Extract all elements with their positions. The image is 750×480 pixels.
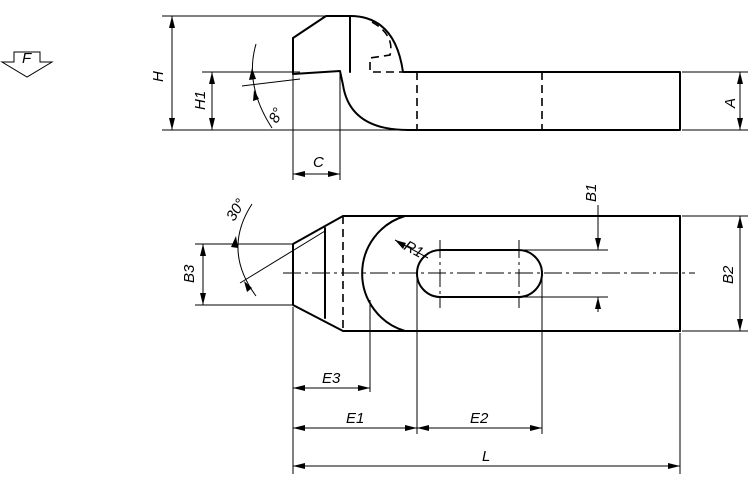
side-view-hidden-profile	[369, 21, 403, 73]
dim-h-arrow-top	[169, 16, 175, 28]
dim-b3-arrow-top	[200, 244, 206, 256]
dim-b1-label: B1	[583, 184, 600, 202]
dim-b3-arrow-bottom	[200, 293, 206, 305]
angle-8-arrow-bottom	[253, 90, 259, 101]
dim-h1-arrow-top	[209, 72, 215, 84]
r1-leader-arrow	[395, 240, 406, 249]
side-view: H H1 A C 8°	[150, 15, 748, 180]
dim-e1-arrow-left	[293, 425, 305, 431]
dim-e1-arrow-right	[405, 425, 417, 431]
f-symbol: F	[0, 50, 54, 78]
angle-30-reference-line	[239, 230, 326, 284]
dim-l-arrow-right	[668, 463, 680, 469]
angle-8-arrow-top	[249, 68, 256, 80]
dim-b1-arrow-bottom	[595, 297, 601, 309]
dim-e2-arrow-right	[530, 425, 542, 431]
dim-b1-arrow-top	[595, 238, 601, 250]
angle-8-reference-line	[241, 78, 301, 87]
dim-h1-label: H1	[192, 91, 209, 110]
dim-e1-label: E1	[346, 410, 364, 427]
dim-e2-label: E2	[470, 410, 489, 427]
dim-e3-arrow-left	[293, 385, 305, 391]
side-view-outline	[292, 15, 681, 131]
dim-e3-arrow-right	[358, 385, 370, 391]
dim-a-label: A	[722, 98, 739, 109]
angle-30-label: 30°	[223, 196, 249, 224]
plan-view-outline	[292, 215, 406, 332]
f-symbol-label: F	[22, 50, 32, 67]
angle-30-arrow-top	[231, 236, 238, 248]
dim-b3-label: B3	[181, 264, 198, 283]
dim-h1-arrow-bottom	[209, 118, 215, 130]
dim-a-arrow-bottom	[737, 118, 743, 130]
dim-b2-arrow-top	[737, 216, 743, 228]
angle-8-arc	[251, 43, 273, 129]
dim-h-label: H	[150, 71, 167, 82]
dim-b2-arrow-bottom	[737, 319, 743, 331]
angle-30-arrow-bottom	[244, 281, 252, 292]
dim-l-arrow-left	[293, 463, 305, 469]
dim-a-arrow-top	[737, 72, 743, 84]
f-symbol-arrow-outline	[0, 51, 54, 78]
plan-view: B3 B2 B1 30° R1 E3 E1	[181, 184, 748, 474]
dim-e2-arrow-left	[417, 425, 429, 431]
dim-l-label: L	[482, 448, 490, 465]
dim-c-arrow-left	[293, 171, 305, 177]
dim-c-label: C	[313, 154, 324, 171]
angle-8-label: 8°	[266, 105, 288, 126]
dim-b2-label: B2	[720, 265, 737, 284]
dim-c-arrow-right	[328, 171, 340, 177]
dim-e3-label: E3	[322, 370, 341, 387]
dim-h-arrow-bottom	[169, 118, 175, 130]
